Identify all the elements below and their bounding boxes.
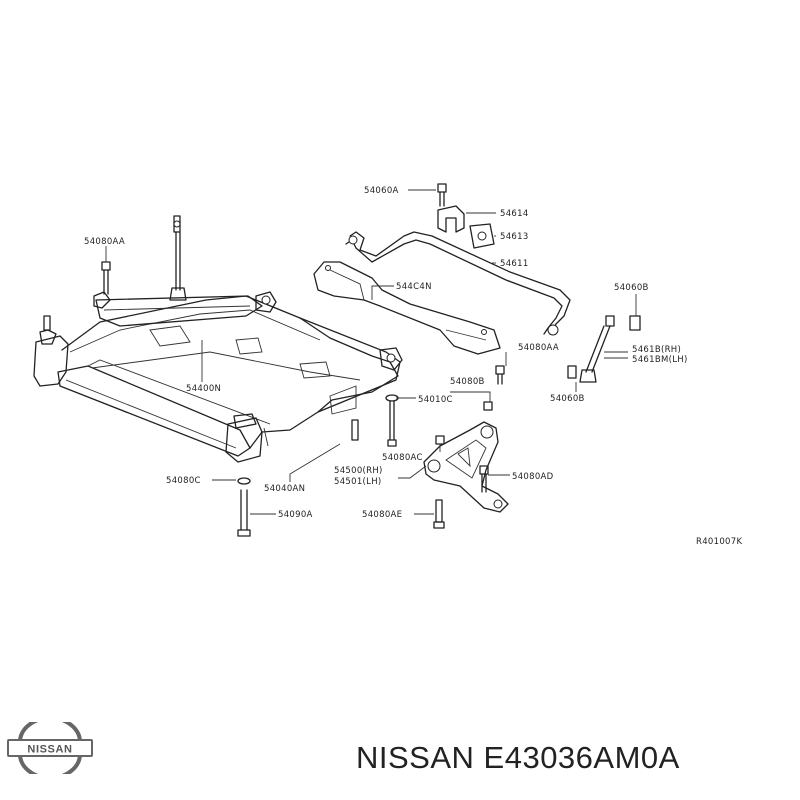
lower-control-arm (423, 421, 509, 513)
leader-lines (105, 189, 637, 515)
nissan-logo-icon: NISSAN (7, 722, 93, 774)
label-54060b-top: 54060B (614, 283, 649, 293)
label-54400n: 54400N (186, 384, 221, 394)
stabilizer-link-right (567, 315, 641, 383)
label-54613: 54613 (500, 232, 529, 242)
label-54611: 54611 (500, 259, 529, 269)
label-5461bm: 5461BM(LH) (632, 355, 688, 365)
label-54614: 54614 (500, 209, 529, 219)
label-54080aa-right: 54080AA (518, 343, 559, 353)
stabilizer-bar (345, 231, 571, 336)
label-54500: 54500(RH) (334, 466, 383, 476)
label-5461b: 5461B(RH) (632, 345, 681, 355)
fasteners (101, 261, 505, 537)
label-54080c: 54080C (166, 476, 201, 486)
front-crossmember (33, 291, 403, 463)
diagram-reference-code: R401007K (696, 537, 742, 547)
label-54080aa-left: 54080AA (84, 237, 125, 247)
part-number-caption: NISSAN E43036AM0A (356, 740, 680, 775)
label-54090a: 54090A (278, 510, 313, 520)
tension-bracket (313, 261, 501, 355)
stabilizer-link-left (169, 215, 187, 301)
logo-text: NISSAN (27, 744, 72, 756)
stabilizer-clamp (437, 183, 495, 249)
label-54501: 54501(LH) (334, 477, 382, 487)
label-544c4n: 544C4N (396, 282, 432, 292)
label-54080ad: 54080AD (512, 472, 554, 482)
label-54010c: 54010C (418, 395, 453, 405)
part-labels: 54060A 54614 54613 54611 54080AA 544C4N … (84, 186, 742, 547)
label-54080ae: 54080AE (362, 510, 402, 520)
label-54060a: 54060A (364, 186, 399, 196)
label-54060b-bottom: 54060B (550, 394, 585, 404)
label-54080ac: 54080AC (382, 453, 423, 463)
label-54040an: 54040AN (264, 484, 305, 494)
label-54080b: 54080B (450, 377, 485, 387)
